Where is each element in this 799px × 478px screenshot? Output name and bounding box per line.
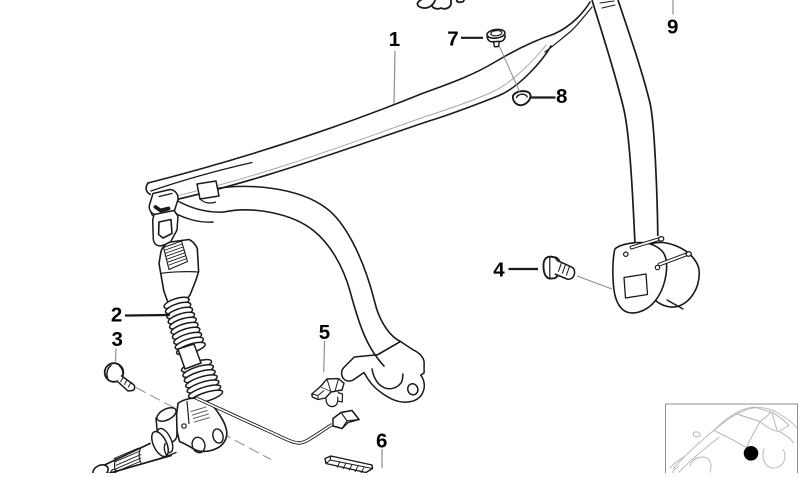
svg-text:6: 6 [376,430,387,453]
svg-text:3: 3 [111,328,122,351]
svg-text:2: 2 [111,304,122,327]
svg-text:9: 9 [667,16,678,39]
svg-text:4: 4 [493,259,505,282]
svg-text:8: 8 [556,85,567,108]
svg-text:1: 1 [389,28,400,51]
svg-text:5: 5 [319,321,330,344]
svg-text:7: 7 [447,28,458,51]
